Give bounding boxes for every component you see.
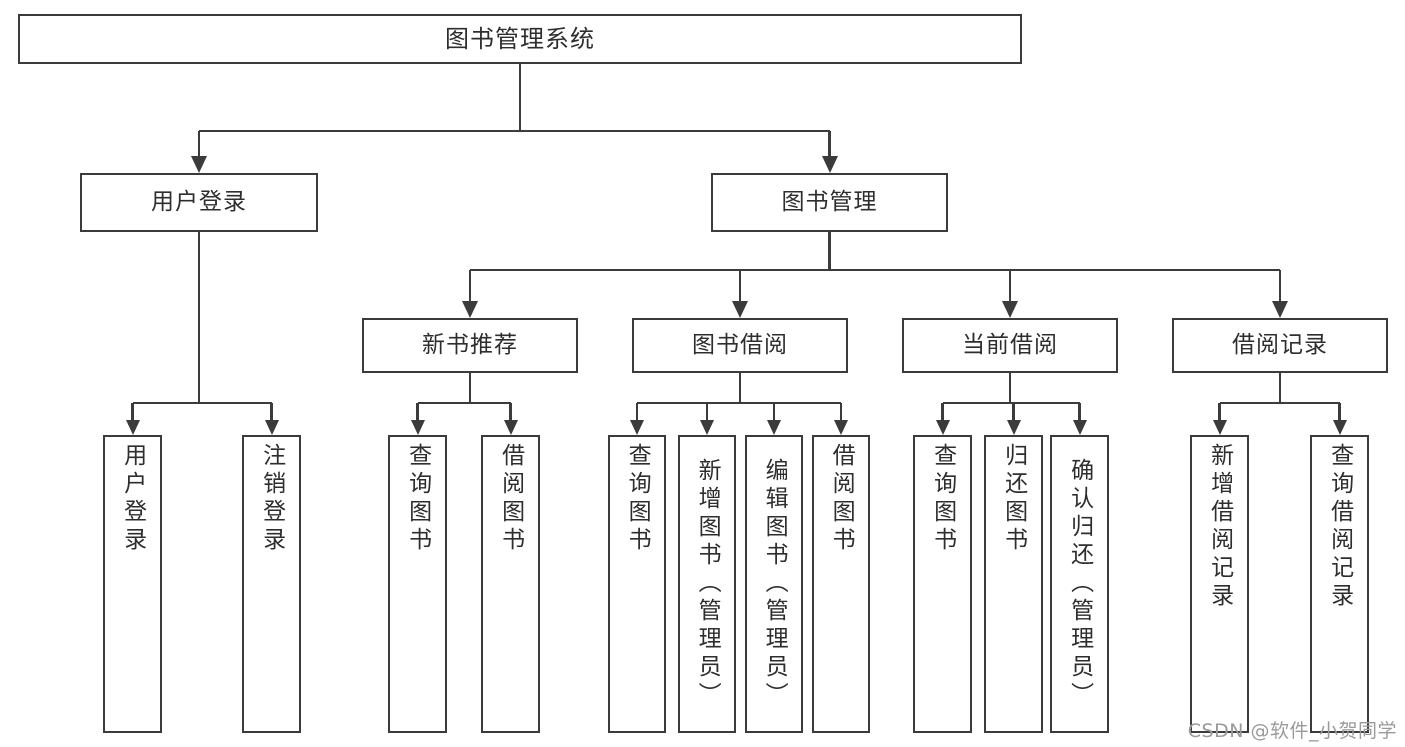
node-new-book-recommend[interactable]: 新书推荐 — [362, 318, 578, 373]
connector-borrow-record-leaf-bus — [1219, 401, 1340, 405]
connector-current-borrow-leaf-bus — [942, 401, 1080, 405]
node-label: 注销登录 — [258, 443, 285, 555]
connector-drop-leaf-edit-book-admin — [772, 403, 776, 420]
node-label: 借阅图书 — [497, 443, 524, 555]
node-label: 图书管理系统 — [445, 24, 595, 53]
connector-level2-drop-user-login — [197, 131, 201, 156]
node-label: 用户登录 — [119, 443, 146, 555]
leaf-borrow-book-borrow[interactable]: 借阅图书 — [812, 435, 870, 733]
arrow-to-book-borrow — [732, 301, 748, 318]
node-label: 图书借阅 — [692, 331, 788, 358]
node-borrow-record[interactable]: 借阅记录 — [1172, 318, 1388, 373]
connector-level3-drop-current-borrow — [1008, 270, 1012, 301]
leaf-add-book-admin[interactable]: 新增图书（管理员） — [678, 435, 736, 733]
connector-drop-leaf-borrow-book-2 — [839, 403, 843, 420]
connector-user-login-stem — [197, 232, 201, 403]
arrow-to-leaf-query-book-1 — [410, 420, 425, 435]
connector-drop-leaf-return-book — [1012, 403, 1015, 420]
connector-book-borrow-stem — [738, 373, 742, 403]
connector-level2-drop-book-management — [828, 131, 831, 156]
leaf-logout-login[interactable]: 注销登录 — [242, 435, 301, 733]
node-label: 查询图书 — [929, 443, 956, 555]
connector-new-book-recommend-stem — [468, 373, 472, 403]
connector-drop-leaf-confirm-return-admin — [1078, 403, 1081, 420]
node-label: 借阅记录 — [1232, 331, 1328, 358]
node-label: 归还图书 — [1000, 443, 1027, 555]
connector-drop-leaf-add-borrow-record — [1218, 403, 1221, 420]
leaf-query-book-recommend[interactable]: 查询图书 — [388, 435, 447, 733]
leaf-add-borrow-record[interactable]: 新增借阅记录 — [1190, 435, 1249, 733]
node-label: 编辑图书（管理员） — [761, 458, 788, 710]
arrow-to-borrow-record — [1272, 301, 1288, 318]
leaf-edit-book-admin[interactable]: 编辑图书（管理员） — [745, 435, 803, 733]
connector-level3-drop-book-borrow — [738, 270, 742, 301]
leaf-borrow-book-recommend[interactable]: 借阅图书 — [481, 435, 540, 733]
node-label: 当前借阅 — [962, 331, 1058, 358]
node-label: 借阅图书 — [828, 443, 855, 555]
node-book-management[interactable]: 图书管理 — [711, 173, 948, 232]
arrow-to-leaf-query-book-2 — [630, 420, 644, 435]
arrow-to-current-borrow — [1002, 301, 1018, 318]
connector-level2-bus — [199, 129, 830, 133]
connector-drop-leaf-query-book-1 — [416, 403, 419, 420]
arrow-to-leaf-borrow-book-2 — [834, 420, 848, 435]
connector-current-borrow-stem — [1008, 373, 1012, 403]
leaf-query-borrow-record[interactable]: 查询借阅记录 — [1310, 435, 1369, 733]
connector-drop-leaf-borrow-book-1 — [509, 403, 512, 420]
arrow-to-leaf-logout — [264, 420, 279, 435]
connector-drop-leaf-add-book-admin — [705, 403, 709, 420]
arrow-to-book-management — [821, 156, 838, 173]
connector-level3-drop-new-book-recommend — [468, 270, 472, 301]
connector-drop-leaf-query-book-3 — [941, 403, 944, 420]
arrow-to-leaf-query-book-3 — [935, 420, 950, 435]
arrow-to-new-book-recommend — [462, 301, 478, 318]
node-label: 图书管理 — [781, 188, 878, 215]
connector-root-stem — [518, 64, 522, 131]
node-root-book-management-system[interactable]: 图书管理系统 — [18, 14, 1022, 64]
node-label: 查询图书 — [624, 443, 651, 555]
arrow-to-leaf-add-borrow-record — [1212, 420, 1227, 435]
arrow-to-leaf-confirm-return-admin — [1072, 420, 1087, 435]
arrow-to-leaf-return-book — [1006, 420, 1021, 435]
connector-user-login-leaf-bus — [132, 401, 272, 405]
arrow-to-leaf-query-borrow-record — [1332, 420, 1347, 435]
node-label: 新增图书（管理员） — [694, 458, 721, 710]
node-label: 用户登录 — [151, 188, 247, 215]
arrow-to-leaf-borrow-book-1 — [503, 420, 518, 435]
arrow-to-leaf-user-login — [125, 420, 140, 435]
connector-borrow-record-stem — [1278, 373, 1282, 403]
connector-level3-drop-borrow-record — [1278, 270, 1282, 301]
leaf-confirm-return-admin[interactable]: 确认归还（管理员） — [1050, 435, 1109, 733]
watermark-text: CSDN @软件_小贺同学 — [1187, 720, 1397, 742]
node-book-borrow[interactable]: 图书借阅 — [632, 318, 848, 373]
leaf-query-book-borrow[interactable]: 查询图书 — [608, 435, 666, 733]
node-label: 查询借阅记录 — [1326, 443, 1353, 611]
connector-drop-leaf-logout — [270, 403, 273, 420]
leaf-user-login[interactable]: 用户登录 — [103, 435, 162, 733]
node-current-borrow[interactable]: 当前借阅 — [902, 318, 1118, 373]
node-user-login[interactable]: 用户登录 — [80, 173, 318, 232]
connector-drop-leaf-user-login — [131, 403, 134, 420]
connector-new-book-recommend-leaf-bus — [417, 401, 511, 405]
connector-book-management-stem — [828, 232, 831, 270]
node-label: 查询图书 — [404, 443, 431, 555]
connector-drop-leaf-query-book-2 — [635, 403, 639, 420]
node-label: 新书推荐 — [422, 331, 518, 358]
connector-level3-bus — [470, 268, 1280, 272]
node-label: 确认归还（管理员） — [1066, 458, 1093, 710]
connector-book-borrow-leaf-bus — [637, 401, 841, 405]
leaf-query-book-current[interactable]: 查询图书 — [913, 435, 972, 733]
arrow-to-leaf-edit-book-admin — [767, 420, 781, 435]
arrow-to-user-login — [191, 156, 207, 173]
connector-drop-leaf-query-borrow-record — [1338, 403, 1341, 420]
node-label: 新增借阅记录 — [1206, 443, 1233, 611]
leaf-return-book[interactable]: 归还图书 — [984, 435, 1043, 733]
arrow-to-leaf-add-book-admin — [700, 420, 714, 435]
